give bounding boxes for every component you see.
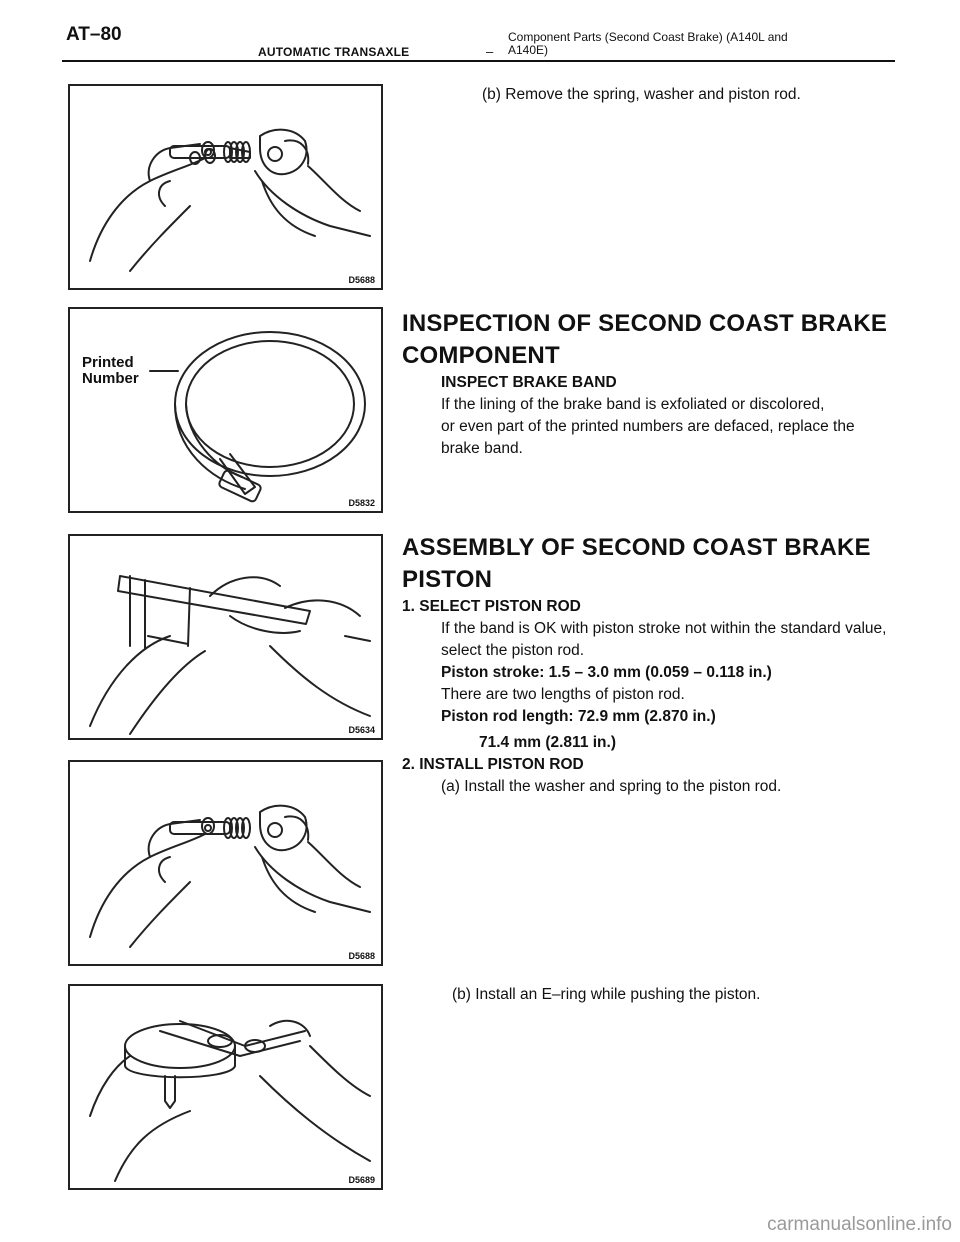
inspection-body-line2: or even part of the printed numbers are … — [441, 418, 855, 435]
chapter-title-line2: A140E) — [508, 43, 549, 57]
figure-install-e-ring-drawing — [89, 1019, 371, 1182]
install-e-ring-text: (b) Install an E–ring while pushing the … — [452, 986, 761, 1003]
figure-callout-line2: Number — [82, 370, 139, 387]
install-washer-spring-text: (a) Install the washer and spring to the… — [441, 778, 782, 795]
piston-stroke-spec: Piston stroke: 1.5 – 3.0 mm (0.059 – 0.1… — [441, 664, 772, 681]
inspection-heading-line1: INSPECTION OF SECOND COAST BRAKE — [402, 310, 888, 337]
figure-code: D5634 — [348, 725, 375, 735]
figure-callout-line1: Printed — [82, 354, 134, 371]
figure-code: D5688 — [348, 275, 375, 285]
assembly-heading: ASSEMBLY OF SECOND COAST BRAKE PISTON — [402, 532, 871, 596]
remove-step-text: (b) Remove the spring, washer and piston… — [482, 86, 801, 103]
figure-measure-piston-rod: D5634 — [68, 534, 383, 740]
inspect-brake-band-title: INSPECT BRAKE BAND — [441, 374, 617, 391]
inspection-body: If the lining of the brake band is exfol… — [441, 394, 855, 460]
inspection-body-line1: If the lining of the brake band is exfol… — [441, 396, 825, 413]
figure-code: D5832 — [348, 498, 375, 508]
select-piston-rod-body: If the band is OK with piston stroke not… — [441, 618, 886, 754]
select-piston-rod-line2: select the piston rod. — [441, 642, 585, 659]
assembly-heading-line2: PISTON — [402, 566, 493, 593]
select-piston-rod-line1: If the band is OK with piston stroke not… — [441, 620, 887, 637]
figure-brake-band: Printed Number D5832 — [68, 307, 383, 513]
inspection-heading: INSPECTION OF SECOND COAST BRAKE COMPONE… — [402, 308, 887, 372]
figure-install-washer-spring: D5688 — [68, 760, 383, 966]
chapter-title-line1: Component Parts (Second Coast Brake) (A1… — [508, 30, 788, 44]
figure-code: D5689 — [348, 1175, 375, 1185]
section-title: AUTOMATIC TRANSAXLE — [258, 45, 410, 59]
chapter-title: Component Parts (Second Coast Brake) (A1… — [508, 31, 818, 57]
header-separator: – — [486, 44, 494, 59]
page-number: AT–80 — [66, 24, 122, 45]
watermark: carmanualsonline.info — [767, 1214, 952, 1235]
figure-measure-piston-rod-drawing — [89, 575, 371, 735]
figure-remove-piston-rod: D5688 — [68, 84, 383, 290]
figure-remove-piston-rod-drawing — [89, 128, 371, 272]
piston-rod-length-spec: Piston rod length: 72.9 mm (2.870 in.) — [441, 708, 716, 725]
select-piston-rod-line3: There are two lengths of piston rod. — [441, 686, 685, 703]
select-piston-rod-title: 1. SELECT PISTON ROD — [402, 598, 581, 615]
assembly-heading-line1: ASSEMBLY OF SECOND COAST BRAKE — [402, 534, 871, 561]
install-piston-rod-title: 2. INSTALL PISTON ROD — [402, 756, 584, 773]
figure-callout: Printed Number — [82, 355, 139, 387]
inspection-heading-line2: COMPONENT — [402, 342, 560, 369]
figure-code: D5688 — [348, 951, 375, 961]
figure-install-washer-spring-drawing — [89, 804, 371, 948]
figure-brake-band-drawing — [149, 331, 366, 503]
figure-install-e-ring: D5689 — [68, 984, 383, 1190]
header-rule — [62, 60, 895, 62]
piston-rod-length-spec-alt: 71.4 mm (2.811 in.) — [479, 734, 616, 751]
inspection-body-line3: brake band. — [441, 440, 523, 457]
